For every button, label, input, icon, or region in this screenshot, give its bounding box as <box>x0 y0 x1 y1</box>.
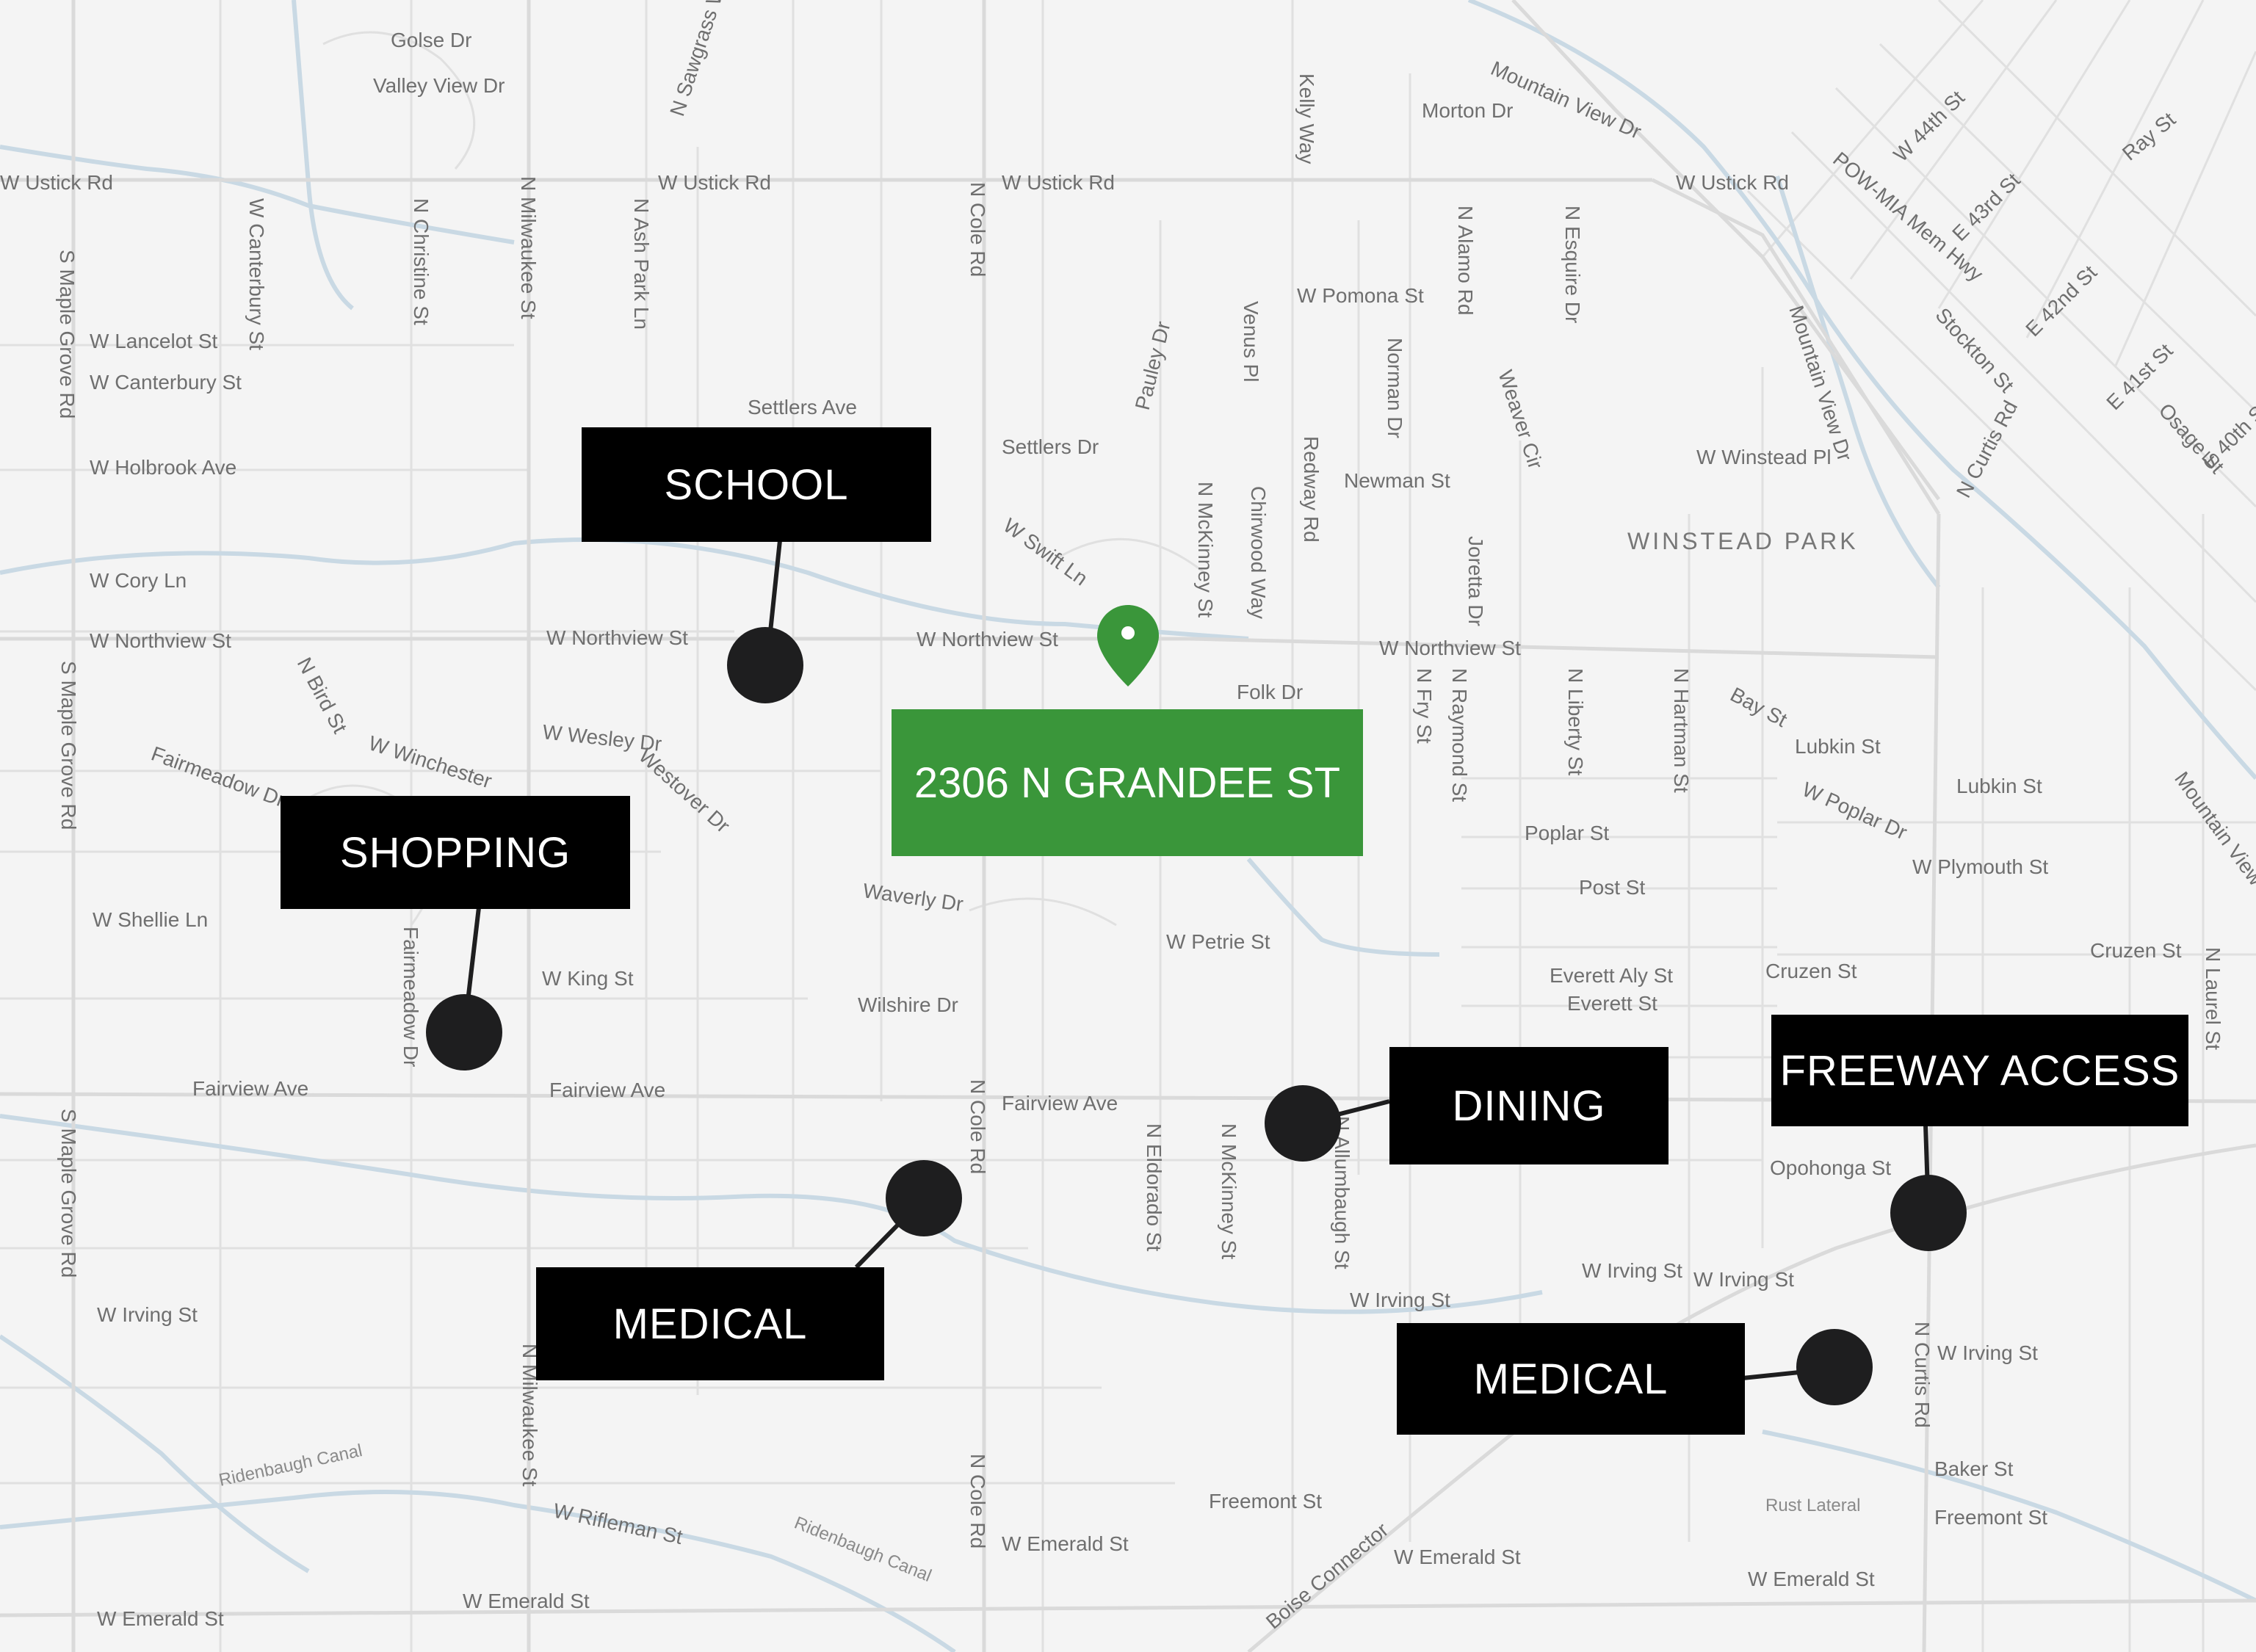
street-label: Settlers Dr <box>1002 435 1099 458</box>
street-label: Lubkin St <box>1795 735 1881 758</box>
street-label: Fairview Ave <box>192 1077 308 1100</box>
street-label: Valley View Dr <box>373 74 505 97</box>
street-label: W Winstead Pl <box>1696 446 1832 468</box>
street-label: Norman Dr <box>1384 338 1406 438</box>
street-label: W King St <box>542 967 634 990</box>
street-label: W Northview St <box>546 626 688 649</box>
address-label: 2306 N GRANDEE ST <box>892 709 1363 856</box>
street-label: N Eldorado St <box>1143 1123 1165 1252</box>
freeway-access-label: FREEWAY ACCESS <box>1771 1015 2188 1126</box>
street-label: W Irving St <box>1693 1268 1794 1291</box>
medical-2-dot <box>1796 1329 1873 1405</box>
street-label: Baker St <box>1934 1457 2014 1480</box>
street-label: W Ustick Rd <box>0 171 113 194</box>
street-label: W Irving St <box>1350 1289 1450 1311</box>
street-label: W Irving St <box>97 1303 198 1326</box>
medical-label: MEDICAL <box>1397 1323 1745 1435</box>
street-label: W Ustick Rd <box>658 171 771 194</box>
street-label: N Laurel St <box>2202 947 2224 1050</box>
shopping-label: SHOPPING <box>281 796 630 909</box>
street-label: Fairview Ave <box>549 1079 665 1101</box>
street-label: N Christine St <box>410 198 433 325</box>
street-label: Joretta Dr <box>1464 536 1487 626</box>
street-label: Golse Dr <box>391 29 471 51</box>
street-label: Freemont St <box>1934 1506 2047 1529</box>
street-label: W Cory Ln <box>90 569 187 592</box>
street-label: N Liberty St <box>1564 668 1587 775</box>
street-label: S Maple Grove Rd <box>57 1109 80 1278</box>
street-label: N McKinney St <box>1194 482 1217 617</box>
street-label: N Cole Rd <box>966 1454 989 1548</box>
street-label: N Fry St <box>1413 668 1436 744</box>
street-label: W Lancelot St <box>90 330 218 352</box>
street-label: N Raymond St <box>1448 668 1471 802</box>
street-label: Venus Pl <box>1240 301 1262 383</box>
street-label: S Maple Grove Rd <box>57 661 80 830</box>
street-label: W Pomona St <box>1297 284 1424 307</box>
street-label: Newman St <box>1344 469 1450 492</box>
medical-1-dot <box>886 1160 962 1236</box>
street-label: Wilshire Dr <box>858 993 958 1016</box>
street-label: W Northview St <box>1379 637 1521 659</box>
street-label: W Ustick Rd <box>1676 171 1789 194</box>
street-label: W Canterbury St <box>90 371 242 394</box>
street-label: N McKinney St <box>1218 1123 1240 1259</box>
street-label: W Plymouth St <box>1912 855 2048 878</box>
school-label: SCHOOL <box>582 427 931 542</box>
street-label: N Curtis Rd <box>1911 1322 1934 1428</box>
street-label: Lubkin St <box>1956 775 2042 797</box>
street-label: Folk Dr <box>1237 681 1303 703</box>
street-label: Morton Dr <box>1422 99 1513 122</box>
street-label: Fairmeadow Dr <box>400 927 422 1067</box>
street-label: W Canterbury St <box>245 198 268 350</box>
street-label: Cruzen St <box>2090 939 2182 962</box>
street-label: W Shellie Ln <box>93 908 208 931</box>
street-label: W Emerald St <box>1748 1568 1875 1590</box>
freeway-dot <box>1890 1175 1967 1251</box>
street-label: N Ash Park Ln <box>630 198 653 330</box>
street-label: W Emerald St <box>463 1590 590 1612</box>
street-label: Settlers Ave <box>748 396 857 419</box>
street-label: Cruzen St <box>1765 960 1857 982</box>
street-label: N Milwaukee St <box>517 176 540 319</box>
street-label: Opohonga St <box>1770 1156 1891 1179</box>
street-label: S Maple Grove Rd <box>56 250 79 419</box>
street-label: W Emerald St <box>97 1607 224 1630</box>
shopping-dot <box>426 994 502 1070</box>
dining-dot <box>1265 1085 1341 1162</box>
street-label: N Alamo Rd <box>1454 206 1477 315</box>
street-label: W Northview St <box>916 628 1058 651</box>
street-label: Chirwood Way <box>1247 486 1270 619</box>
street-label: Redway Rd <box>1300 436 1323 543</box>
street-label: N Hartman St <box>1670 668 1693 793</box>
map-pin-icon[interactable] <box>1097 605 1159 686</box>
medical-label: MEDICAL <box>536 1267 884 1380</box>
school-dot <box>727 627 803 703</box>
street-label: Freemont St <box>1209 1490 1322 1512</box>
street-label: Everett St <box>1567 992 1657 1015</box>
canal-label: Rust Lateral <box>1765 1496 1860 1515</box>
street-label: W Petrie St <box>1166 930 1270 953</box>
street-label: W Emerald St <box>1394 1546 1521 1568</box>
street-label: Post St <box>1579 876 1645 899</box>
street-label: W Emerald St <box>1002 1532 1129 1555</box>
street-label: W Irving St <box>1937 1341 2038 1364</box>
poi-dots <box>426 627 1967 1405</box>
street-label: W Holbrook Ave <box>90 456 236 479</box>
street-label: Everett Aly St <box>1550 964 1673 987</box>
street-label: N Cole Rd <box>966 1079 989 1174</box>
street-label: Fairview Ave <box>1002 1092 1118 1115</box>
street-label: W Irving St <box>1582 1259 1682 1282</box>
dining-label: DINING <box>1389 1047 1668 1164</box>
street-label: W Ustick Rd <box>1002 171 1115 194</box>
street-label: W Northview St <box>90 629 231 652</box>
street-label: N Cole Rd <box>966 182 989 277</box>
street-label: Poplar St <box>1525 822 1609 844</box>
park-label: WINSTEAD PARK <box>1627 528 1859 554</box>
street-label: N Esquire Dr <box>1561 206 1584 323</box>
street-label: Kelly Way <box>1295 73 1318 164</box>
